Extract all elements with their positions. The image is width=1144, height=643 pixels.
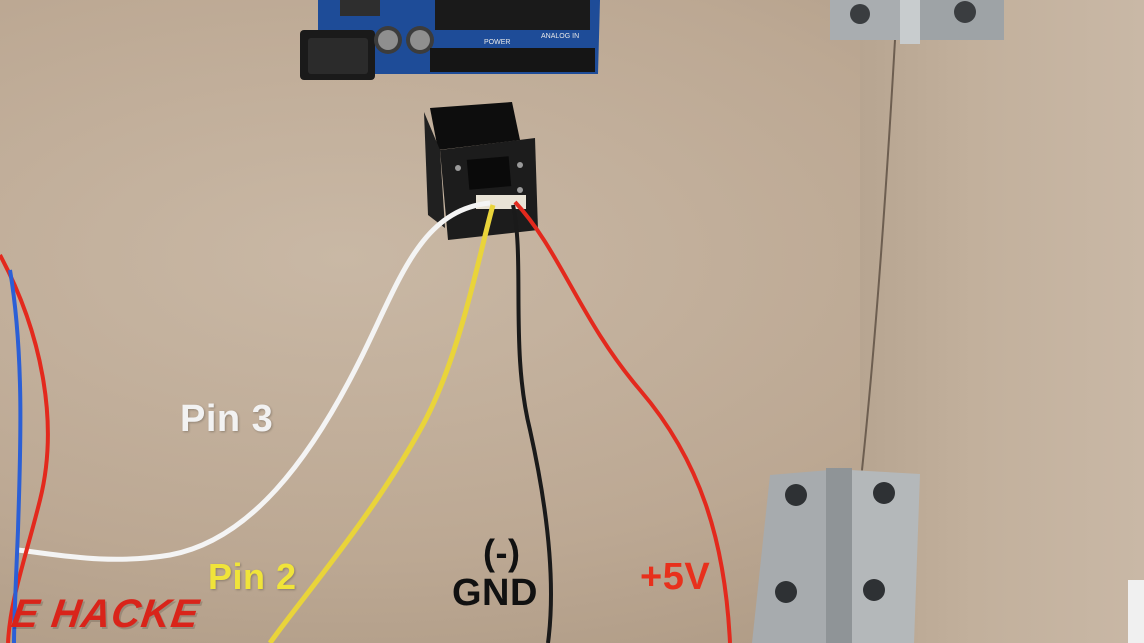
wire-white xyxy=(17,200,491,562)
board-seam xyxy=(861,39,896,471)
bottom-hinge xyxy=(752,468,920,643)
analog-header-label: ANALOG IN xyxy=(541,33,579,40)
wire-black xyxy=(511,204,553,643)
gnd-label: GND xyxy=(452,572,538,614)
wire-red xyxy=(513,200,732,643)
gnd-sign-label: (-) xyxy=(483,532,521,573)
sensor-module xyxy=(424,102,538,240)
sensor-chip xyxy=(466,156,512,190)
right-edge-object xyxy=(1128,580,1144,643)
wire-yellow xyxy=(267,204,496,643)
pin3-label: Pin 3 xyxy=(180,398,274,440)
pin2-label: Pin 2 xyxy=(208,556,297,597)
plus5v-label: +5V xyxy=(640,556,711,598)
watermark-logo: E HACKE xyxy=(8,592,203,636)
arduino-board: POWER ANALOG IN xyxy=(300,0,600,80)
power-header-label: POWER xyxy=(484,39,510,46)
top-hinge xyxy=(830,0,1004,44)
chip xyxy=(435,0,590,30)
usb-port xyxy=(340,0,380,16)
wire-blue-left xyxy=(8,269,23,643)
header-pins xyxy=(430,48,595,72)
wire-red-left xyxy=(0,254,50,643)
